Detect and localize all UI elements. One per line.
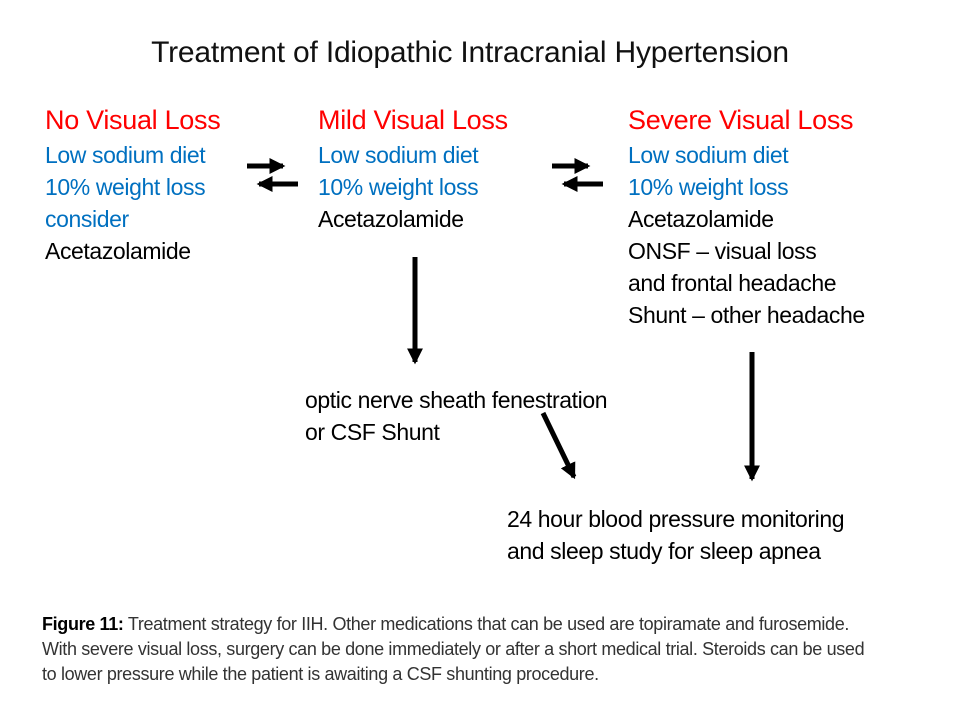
treatment-line: and frontal headache [628, 270, 837, 296]
surgery-node-label: optic nerve sheath fenestration or CSF S… [305, 384, 608, 448]
treatment-line: Acetazolamide [628, 206, 774, 232]
monitoring-line-1: 24 hour blood pressure monitoring [507, 506, 845, 532]
equilibrium-arrows-icon [247, 157, 298, 193]
column-heading: Severe Visual Loss [628, 105, 854, 135]
treatment-line: Acetazolamide [318, 206, 464, 232]
equilibrium-arrows-icon [552, 157, 603, 193]
column-mild-visual-loss: Mild Visual Loss Low sodium diet 10% wei… [318, 102, 508, 235]
figure-caption-label: Figure 11: [42, 614, 124, 634]
monitoring-line-2: and sleep study for sleep apnea [507, 538, 821, 564]
treatment-line: 10% weight loss [318, 174, 479, 200]
surgery-line-2: or CSF Shunt [305, 419, 440, 445]
figure-caption: Figure 11: Treatment strategy for IIH. O… [42, 612, 870, 687]
treatment-line: consider [45, 206, 129, 232]
figure-caption-body: Treatment strategy for IIH. Other medica… [42, 614, 865, 684]
column-heading: No Visual Loss [45, 105, 221, 135]
treatment-line: 10% weight loss [628, 174, 789, 200]
monitoring-node-label: 24 hour blood pressure monitoring and sl… [507, 503, 845, 567]
slide-title: Treatment of Idiopathic Intracranial Hyp… [151, 36, 789, 69]
surgery-line-1: optic nerve sheath fenestration [305, 387, 608, 413]
treatment-line: Shunt – other headache [628, 302, 865, 328]
column-no-visual-loss: No Visual Loss Low sodium diet 10% weigh… [45, 102, 221, 267]
treatment-line: 10% weight loss [45, 174, 206, 200]
column-heading: Mild Visual Loss [318, 105, 508, 135]
treatment-line: Acetazolamide [45, 238, 191, 264]
treatment-line: Low sodium diet [318, 142, 479, 168]
treatment-line: Low sodium diet [628, 142, 789, 168]
treatment-line: ONSF – visual loss [628, 238, 817, 264]
column-severe-visual-loss: Severe Visual Loss Low sodium diet 10% w… [628, 102, 865, 331]
treatment-line: Low sodium diet [45, 142, 206, 168]
